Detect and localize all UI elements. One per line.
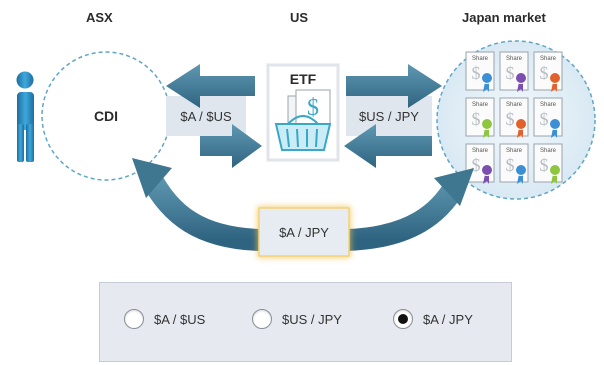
svg-text:$: $ bbox=[307, 95, 319, 121]
svg-text:Share: Share bbox=[506, 148, 523, 154]
exchange-label-aud-usd: $A / $US bbox=[180, 109, 232, 124]
share-certificate-icon: Share$ bbox=[533, 143, 563, 184]
cdi-label: CDI bbox=[94, 108, 118, 124]
arrow-asx-to-us bbox=[200, 124, 262, 168]
share-certificate-icon: Share$ bbox=[533, 51, 563, 92]
exchange-box-aud-jpy bbox=[258, 207, 350, 257]
share-certificate-icon: Share$ bbox=[499, 97, 529, 138]
header-japan-market: Japan market bbox=[462, 10, 546, 25]
exchange-label-aud-jpy: $A / JPY bbox=[279, 225, 329, 240]
svg-text:$: $ bbox=[540, 155, 549, 175]
currency-flow-diagram: CDI Share$Share$Share$Share$Share$Share$… bbox=[16, 40, 596, 258]
currency-pair-selector: $A / $US $US / JPY $A / JPY bbox=[99, 282, 512, 362]
svg-text:$: $ bbox=[506, 155, 515, 175]
svg-text:$: $ bbox=[506, 63, 515, 83]
arrow-us-to-japan bbox=[346, 64, 442, 108]
share-certificate-icon: Share$ bbox=[499, 143, 529, 184]
header-us: US bbox=[290, 10, 309, 25]
radio-button[interactable] bbox=[393, 309, 413, 329]
svg-text:$: $ bbox=[540, 109, 549, 129]
svg-text:$: $ bbox=[540, 63, 549, 83]
svg-text:Share: Share bbox=[472, 102, 489, 108]
person-icon bbox=[16, 71, 34, 162]
share-certificate-icon: Share$ bbox=[465, 97, 495, 138]
curved-arrow-left-head bbox=[132, 158, 172, 198]
arrow-us-to-asx bbox=[166, 64, 255, 108]
svg-text:$: $ bbox=[506, 109, 515, 129]
svg-text:Share: Share bbox=[540, 148, 557, 154]
radio-button[interactable] bbox=[252, 309, 272, 329]
share-certificates: Share$Share$Share$Share$Share$Share$Shar… bbox=[465, 51, 563, 184]
share-certificate-icon: Share$ bbox=[499, 51, 529, 92]
arrow-japan-to-us bbox=[344, 124, 432, 168]
svg-text:Share: Share bbox=[506, 56, 523, 62]
svg-text:Share: Share bbox=[540, 102, 557, 108]
radio-button[interactable] bbox=[124, 309, 144, 329]
svg-text:$: $ bbox=[472, 63, 481, 83]
share-certificate-icon: Share$ bbox=[465, 143, 495, 184]
svg-text:Share: Share bbox=[540, 56, 557, 62]
radio-label: $US / JPY bbox=[282, 311, 342, 327]
radio-label: $A / JPY bbox=[423, 311, 473, 327]
curved-arrow-right-head bbox=[434, 168, 474, 206]
radio-label: $A / $US bbox=[154, 311, 206, 327]
svg-text:$: $ bbox=[472, 109, 481, 129]
exchange-label-usd-jpy: $US / JPY bbox=[359, 109, 419, 124]
share-certificate-icon: Share$ bbox=[465, 51, 495, 92]
svg-text:$: $ bbox=[472, 155, 481, 175]
share-certificate-icon: Share$ bbox=[533, 97, 563, 138]
svg-text:Share: Share bbox=[472, 148, 489, 154]
svg-text:Share: Share bbox=[506, 102, 523, 108]
etf-basket-icon: $ bbox=[266, 63, 340, 162]
svg-text:Share: Share bbox=[472, 56, 489, 62]
radio-option-usd-jpy[interactable]: $US / JPY bbox=[252, 309, 342, 329]
radio-option-aud-usd[interactable]: $A / $US bbox=[124, 309, 205, 329]
etf-label: ETF bbox=[290, 71, 317, 87]
radio-option-aud-jpy[interactable]: $A / JPY bbox=[393, 309, 473, 329]
header-asx: ASX bbox=[86, 10, 113, 25]
exchange-box-usd-jpy bbox=[346, 96, 432, 136]
